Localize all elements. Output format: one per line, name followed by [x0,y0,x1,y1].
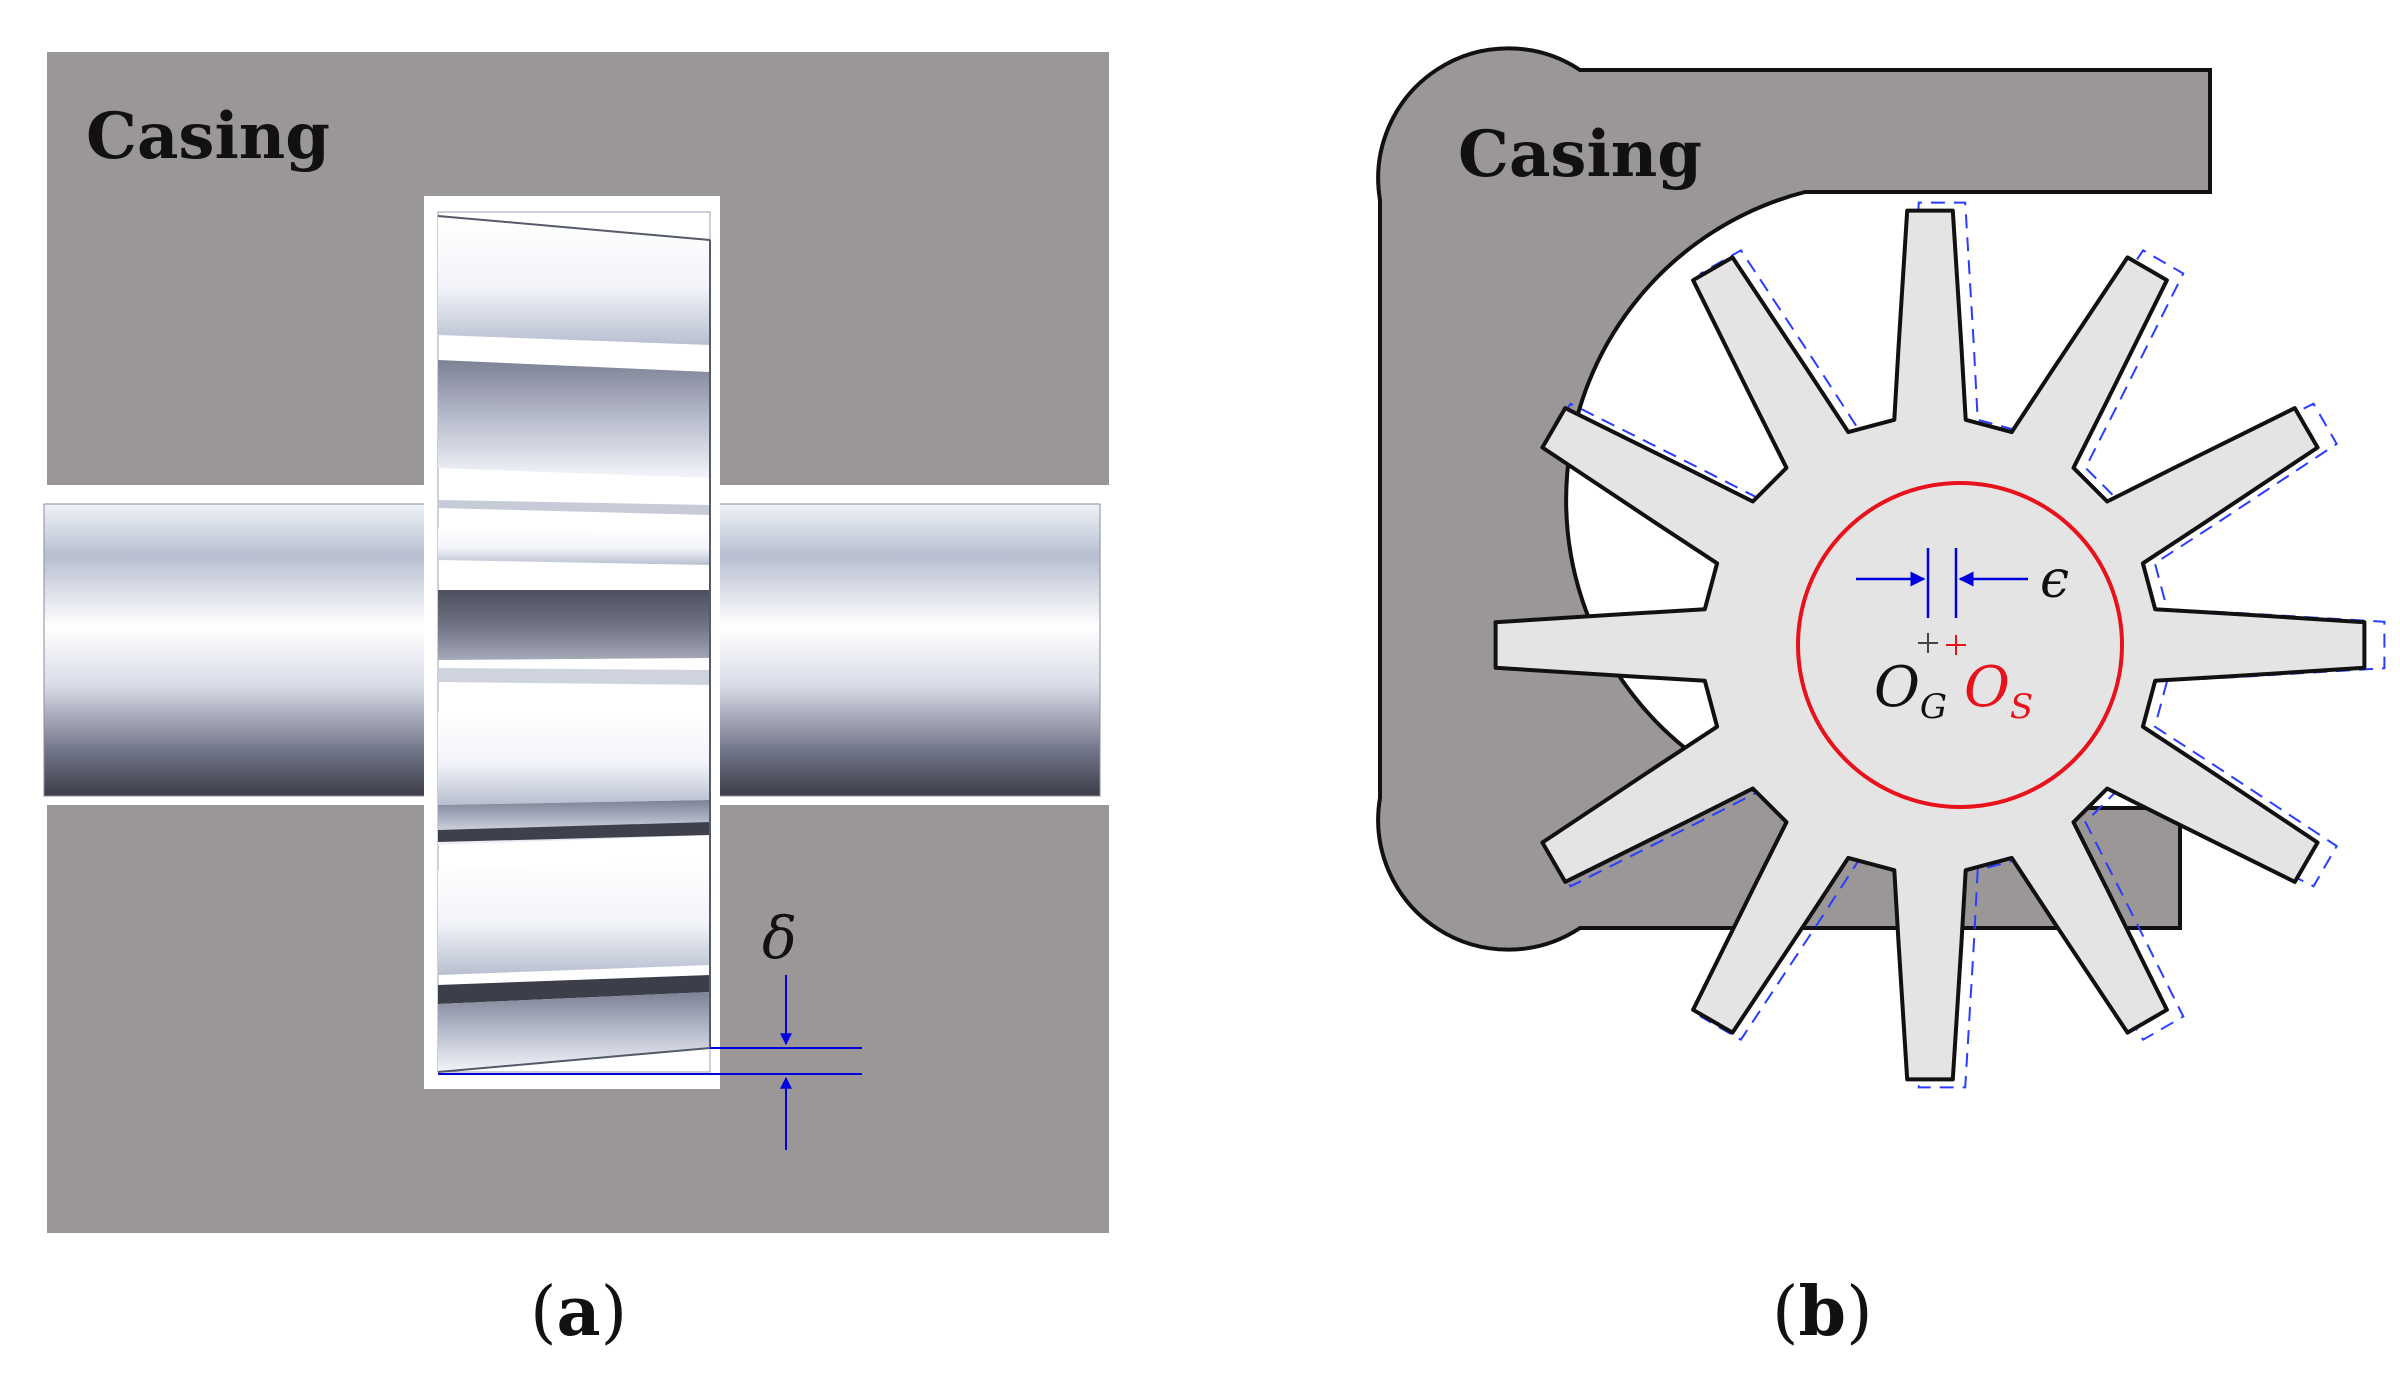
epsilon-dimension [1856,548,2028,618]
delta-symbol: δ [762,904,797,972]
panel-label-a: (a) [530,1272,627,1352]
panel-b: ϵ OG OS Casing (b) [1376,46,2386,1352]
panel-a: Casing δ (a) [43,52,1109,1352]
gear-body [1493,208,2367,1082]
epsilon-symbol: ϵ [2040,550,2069,610]
gear-side-view [437,211,711,1073]
shaft-circle [1796,481,2124,809]
og-label: OG [1874,655,1947,727]
casing-c-shape [1376,46,2212,952]
casing-label-b: Casing [1458,117,1702,192]
os-label: OS [1964,655,2033,727]
shaft-center-marker [1946,635,1966,655]
casing-label-a: Casing [86,99,330,174]
gear-center-marker [1918,633,1938,653]
delta-dimension [438,975,862,1150]
panel-label-b: (b) [1772,1272,1873,1352]
